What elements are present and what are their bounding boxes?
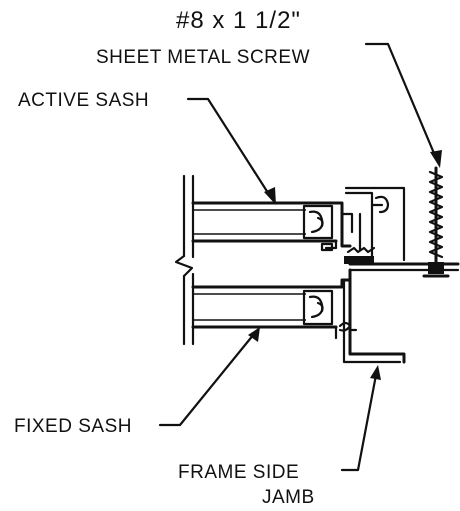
leader-fixed-sash <box>158 327 260 427</box>
leader-screw <box>364 42 442 168</box>
active-sash-label: ACTIVE SASH <box>18 90 149 111</box>
active-sash-section <box>191 201 354 252</box>
fixed-sash-label: FIXED SASH <box>14 416 132 437</box>
wall-break-section <box>174 174 195 346</box>
leader-active-sash <box>186 97 276 205</box>
fixed-sash-section <box>191 278 352 340</box>
leader-frame-side-jamb <box>340 365 381 472</box>
screw-size-label: #8 x 1 1/2" <box>176 7 301 34</box>
frame-side-jamb-label-line1: FRAME SIDE <box>178 462 299 483</box>
sheet-metal-screw <box>422 166 450 278</box>
frame-side-jamb-label-line2: JAMB <box>262 487 315 508</box>
screw-type-label: SHEET METAL SCREW <box>96 47 310 68</box>
